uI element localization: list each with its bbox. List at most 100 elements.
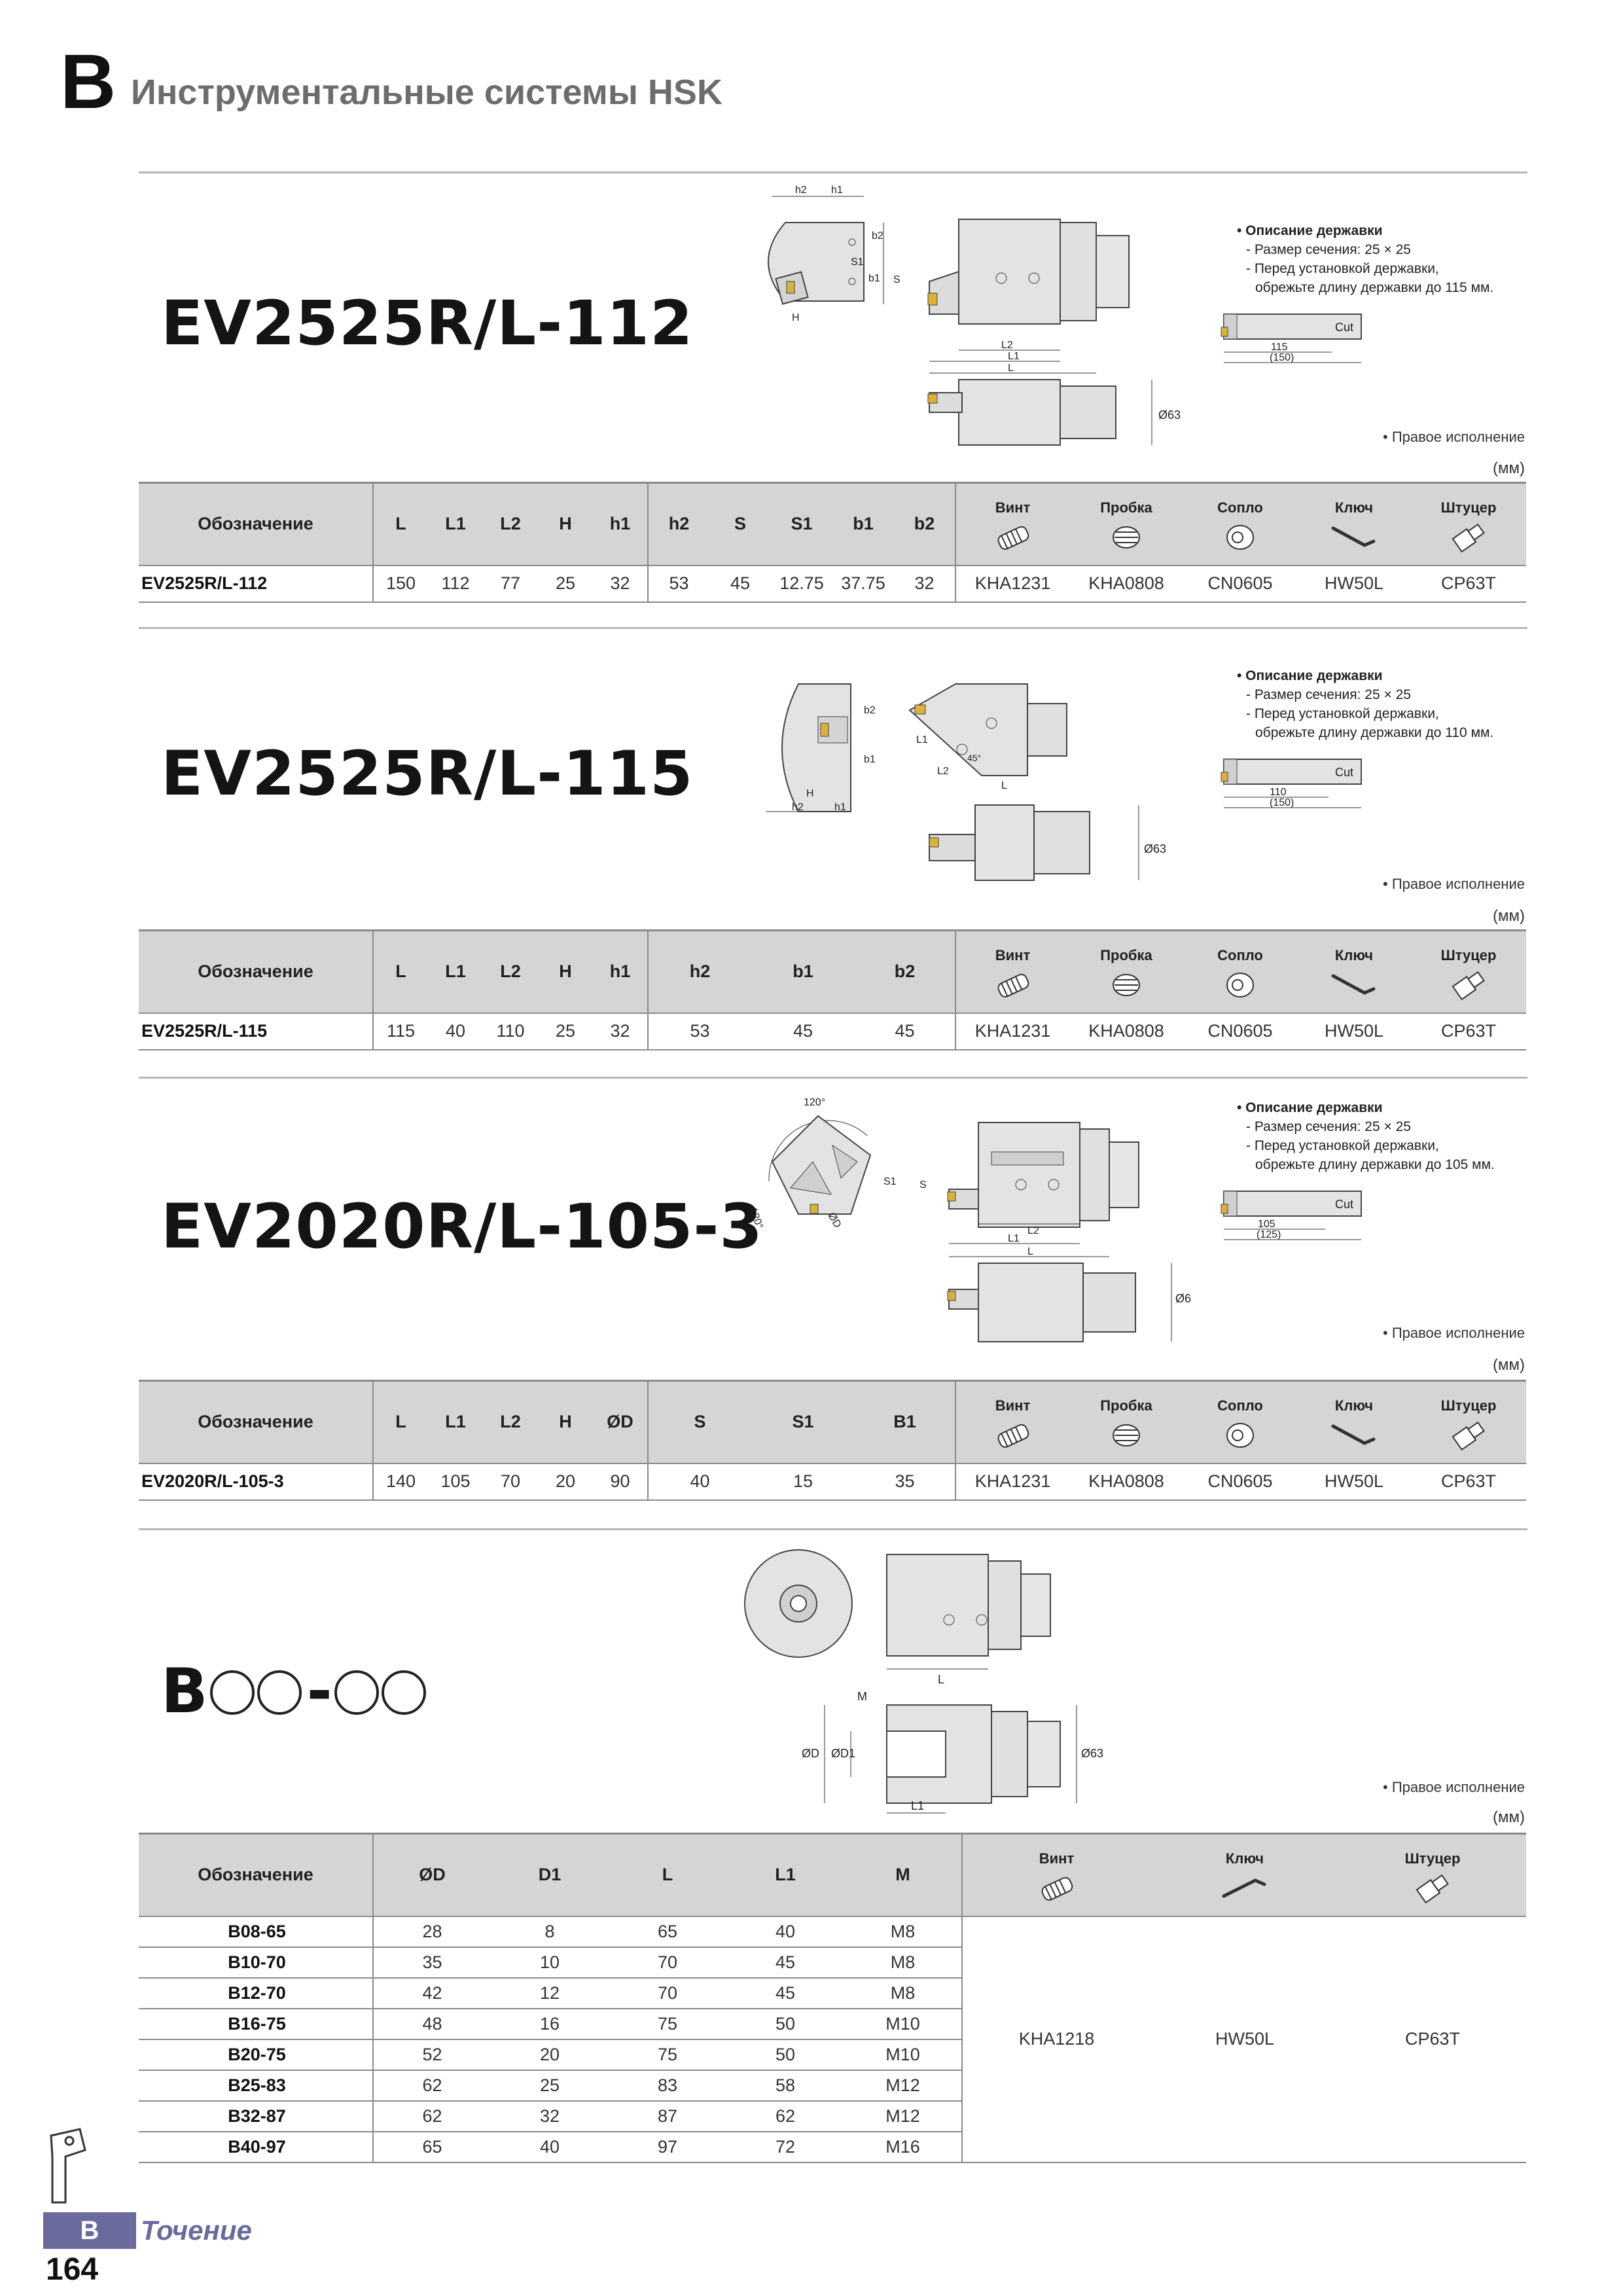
dim-L: L xyxy=(1027,1246,1033,1257)
note-title: • Описание державки xyxy=(1237,1100,1383,1115)
cell: KHA1231 xyxy=(955,565,1069,603)
cell: 70 xyxy=(609,1946,726,1979)
dim-L1: L1 xyxy=(1008,1233,1020,1244)
row-name: EV2020R/L-105-3 xyxy=(139,1463,373,1501)
key-icon xyxy=(1331,974,1376,995)
col-header: L xyxy=(372,482,428,566)
cell: 15 xyxy=(751,1463,855,1501)
dim-L: L xyxy=(1008,363,1014,374)
acc-nozzle: Сопло xyxy=(1183,482,1297,566)
dim-phi63: Ø63 xyxy=(1144,842,1166,855)
acc-key: Ключ xyxy=(1150,1833,1339,1917)
holder-cut-drawing: Cut 110 (150) xyxy=(1221,759,1362,808)
right-hand-note: • Правое исполнение xyxy=(1383,876,1525,892)
note-line: - Размер сечения: 25 × 25 xyxy=(1246,242,1411,257)
row-name: EV2525R/L-115 xyxy=(139,1013,373,1050)
dim-L2: L2 xyxy=(1001,340,1013,351)
col-header: L1 xyxy=(428,482,483,566)
cell: 65 xyxy=(372,2131,491,2163)
cell: 83 xyxy=(609,2070,726,2102)
dim-L1: L1 xyxy=(916,734,928,745)
dim-holder-len: 115 xyxy=(1271,342,1288,353)
col-header: Обозначение xyxy=(139,1380,373,1464)
col-header: L2 xyxy=(483,929,538,1014)
col-header: H xyxy=(538,482,593,566)
dim-phi63: Ø63 xyxy=(1175,1292,1191,1305)
col-header: S xyxy=(709,482,771,566)
cell: 62 xyxy=(372,2070,491,2102)
cell: 40 xyxy=(647,1463,751,1501)
cell: 115 xyxy=(372,1013,428,1050)
dim-holder-len2: (125) xyxy=(1257,1229,1281,1240)
note-line: обрежьте длину державки до 105 мм. xyxy=(1255,1157,1495,1172)
cell: 35 xyxy=(372,1946,491,1979)
cell: 32 xyxy=(593,565,648,603)
divider xyxy=(139,627,1527,629)
spec-table-b-series: Обозначение ØD D1 L L1 M Винт Ключ Штуце… xyxy=(139,1833,1526,2163)
screw-icon xyxy=(997,973,1029,997)
cell: KHA1231 xyxy=(955,1013,1069,1050)
acc-screw: Винт xyxy=(961,1833,1150,1917)
right-hand-note: • Правое исполнение xyxy=(1383,429,1525,445)
acc-key: Ключ xyxy=(1297,1380,1411,1464)
cell: CP63T xyxy=(1411,1013,1526,1050)
cell: 32 xyxy=(491,2100,609,2132)
acc-fitting: Штуцер xyxy=(1411,482,1526,566)
spec-table-ev2525-112: Обозначение L L1 L2 H h1 h2 S S1 b1 b2 В… xyxy=(139,482,1526,603)
cell: M8 xyxy=(844,1916,962,1948)
dim-h1: h1 xyxy=(831,185,843,196)
cell: 35 xyxy=(855,1463,955,1501)
unit-label: (мм) xyxy=(1493,1808,1525,1826)
cell: 62 xyxy=(372,2100,491,2132)
cell: 40 xyxy=(428,1013,483,1050)
cell: HW50L xyxy=(1297,1013,1411,1050)
col-header: ØD xyxy=(372,1833,491,1917)
plug-icon xyxy=(1113,973,1140,996)
model-prefix: B xyxy=(161,1656,209,1727)
cell: M10 xyxy=(844,2039,962,2071)
dim-holder-len2: (150) xyxy=(1270,797,1294,808)
acc-fitting: Штуцер xyxy=(1339,1833,1526,1917)
acc-screw: Винт xyxy=(955,1380,1069,1464)
col-header: L xyxy=(372,1380,428,1464)
dim-D: ØD xyxy=(802,1747,819,1760)
col-header: M xyxy=(844,1833,962,1917)
key-icon xyxy=(1222,1878,1266,1898)
cell: 42 xyxy=(372,1977,491,2009)
placeholder-circles xyxy=(334,1670,426,1715)
dim-b1: b1 xyxy=(864,754,876,765)
dim-S: S xyxy=(919,1179,927,1191)
holder-note: • Описание державки - Размер сечения: 25… xyxy=(1237,221,1493,297)
dim-H: H xyxy=(806,788,814,799)
acc-screw: Винт xyxy=(955,482,1069,566)
divider xyxy=(139,1077,1527,1079)
screw-icon xyxy=(997,1424,1029,1448)
col-header: Обозначение xyxy=(139,929,373,1014)
col-header: b2 xyxy=(855,929,955,1014)
cell: 32 xyxy=(894,565,955,603)
col-header: S1 xyxy=(751,1380,855,1464)
cell: 12 xyxy=(491,1977,609,2009)
page-title: Инструментальные системы HSK xyxy=(131,73,722,112)
dim-L2: L2 xyxy=(937,766,949,777)
cell: KHA0808 xyxy=(1069,1013,1183,1050)
cell: M12 xyxy=(844,2100,962,2132)
cell-fitting: CP63T xyxy=(1339,1916,1526,2163)
cell: 105 xyxy=(428,1463,483,1501)
model-title-b-series: B- xyxy=(161,1656,431,1727)
model-title: EV2525R/L-115 xyxy=(161,738,694,810)
cell: 45 xyxy=(726,1977,844,2009)
dim-b2: b2 xyxy=(864,705,876,716)
cell: 12.75 xyxy=(771,565,832,603)
row-name: B12-70 xyxy=(139,1977,373,2009)
note-line: - Перед установкой державки, xyxy=(1246,1138,1439,1153)
tool-drawing-ev2525-115: b2 b1 H h2 h1 L1 L2 L 45° Ø63 xyxy=(766,683,1166,881)
dim-h2: h2 xyxy=(795,185,807,196)
fitting-icon xyxy=(1452,523,1485,553)
cell: HW50L xyxy=(1297,565,1411,603)
col-header: b2 xyxy=(894,482,955,566)
cell: 53 xyxy=(647,1013,751,1050)
row-name: B08-65 xyxy=(139,1916,373,1948)
cell: 97 xyxy=(609,2131,726,2163)
dim-b1: b1 xyxy=(868,273,880,284)
